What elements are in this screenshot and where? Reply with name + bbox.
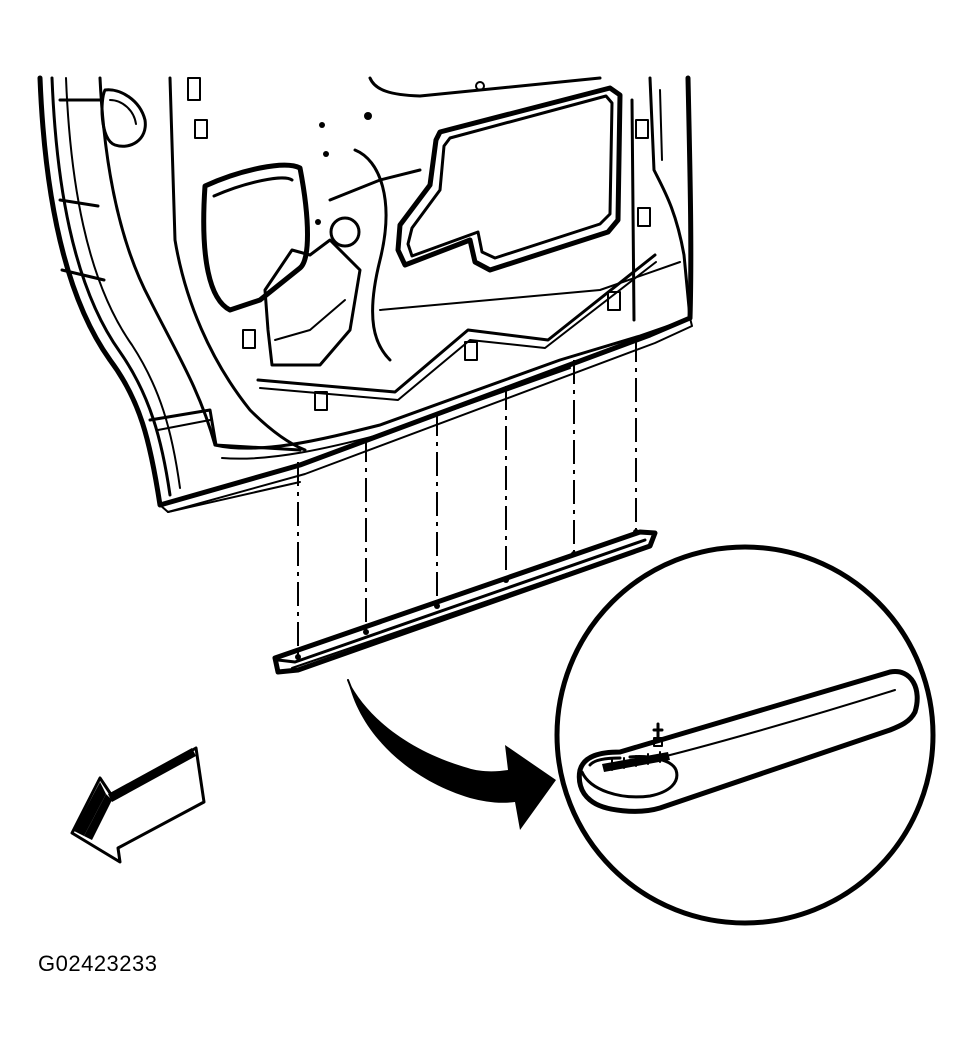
alignment-lines — [297, 338, 637, 655]
figure-code: G02423233 — [38, 951, 158, 976]
curved-callout-arrow-icon — [347, 679, 556, 830]
magnified-detail-circle — [554, 544, 936, 926]
front-direction-arrow-icon — [70, 746, 206, 864]
door-molding-strip — [272, 529, 658, 675]
molding-end-detail — [576, 669, 920, 814]
door-inner-panel — [37, 75, 694, 513]
